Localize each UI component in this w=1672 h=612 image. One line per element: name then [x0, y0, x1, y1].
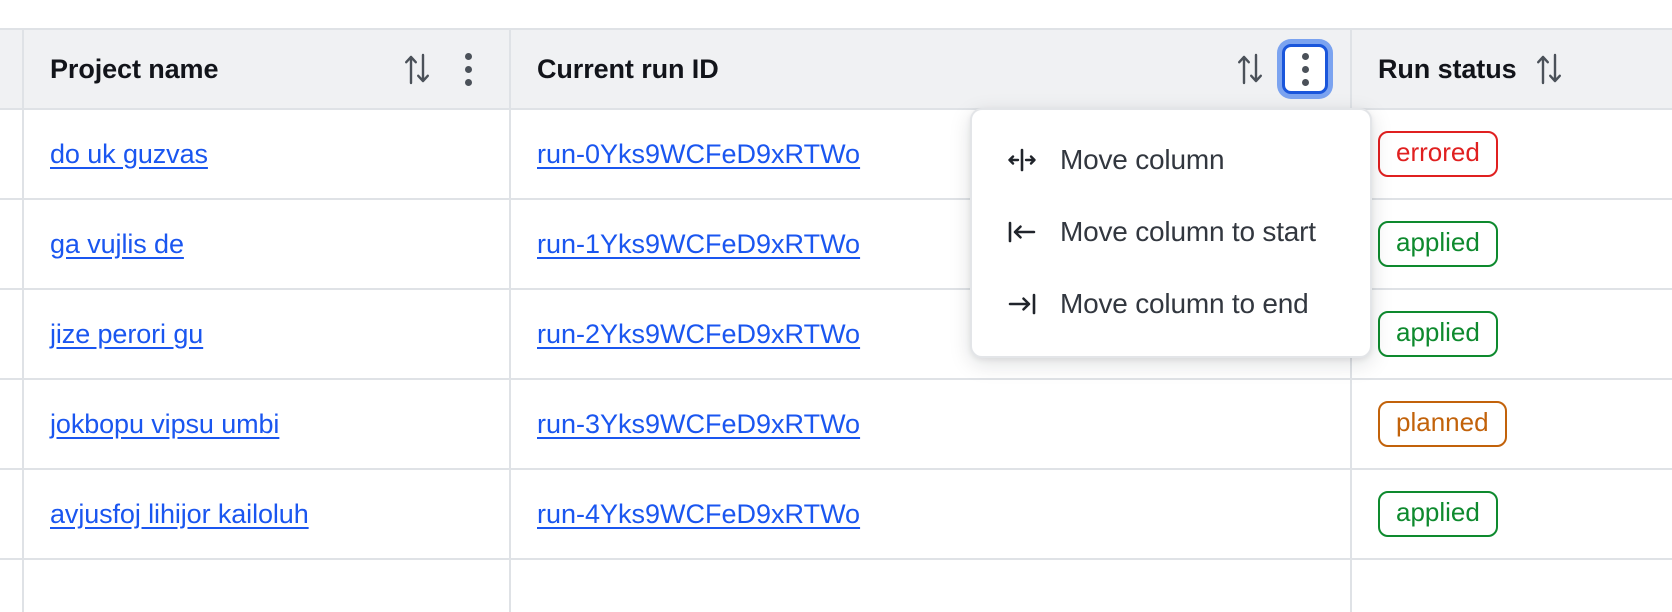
status-badge: planned	[1378, 401, 1507, 447]
cell-run-status: applied	[1351, 288, 1672, 380]
table-row: do uk guzvas run-0Yks9WCFeD9xRTWo errore…	[0, 108, 1672, 200]
status-badge: applied	[1378, 491, 1498, 537]
kebab-menu-icon-project-name	[464, 52, 472, 86]
menu-item-label: Move column to end	[1060, 288, 1309, 319]
row-gutter-cell	[0, 108, 24, 200]
column-header-label-project-name: Project name	[50, 53, 219, 84]
column-header-current-run-id[interactable]: Current run ID	[510, 28, 1352, 110]
row-gutter-cell	[0, 198, 24, 290]
kebab-menu-icon-current-run-id	[1301, 52, 1309, 86]
menu-item-move-column-to-end[interactable]: Move column to end	[972, 268, 1370, 340]
menu-item-move-column[interactable]: Move column	[972, 124, 1370, 196]
move-column-to-end-icon	[1006, 288, 1038, 320]
row-gutter-cell	[0, 288, 24, 380]
move-column-icon	[1006, 144, 1038, 176]
cell-project-name	[23, 558, 511, 612]
cell-run-status: errored	[1351, 108, 1672, 200]
column-header-label-current-run-id: Current run ID	[537, 53, 719, 84]
sort-arrows-icon-project-name[interactable]	[397, 49, 437, 89]
project-name-link[interactable]: jize perori gu	[50, 318, 204, 349]
column-header-project-name[interactable]: Project name	[23, 28, 511, 110]
cell-run-status: planned	[1351, 378, 1672, 470]
sort-arrows-icon-current-run-id[interactable]	[1230, 49, 1270, 89]
column-menu-button-project-name[interactable]	[449, 47, 487, 91]
status-badge: applied	[1378, 221, 1498, 267]
run-id-link[interactable]: run-2Yks9WCFeD9xRTWo	[537, 318, 861, 349]
menu-item-label: Move column to start	[1060, 216, 1316, 247]
run-id-link[interactable]: run-4Yks9WCFeD9xRTWo	[537, 498, 861, 529]
cell-current-run-id	[510, 558, 1352, 612]
sort-arrows-icon-run-status[interactable]	[1529, 49, 1569, 89]
move-column-to-start-icon	[1006, 216, 1038, 248]
project-name-link[interactable]: avjusfoj lihijor kailoluh	[50, 498, 309, 529]
cell-current-run-id: run-4Yks9WCFeD9xRTWo	[510, 468, 1352, 560]
column-menu-button-current-run-id[interactable]	[1282, 44, 1328, 94]
menu-item-label: Move column	[1060, 144, 1225, 175]
run-id-link[interactable]: run-0Yks9WCFeD9xRTWo	[537, 138, 861, 169]
status-badge: errored	[1378, 131, 1498, 177]
run-id-link[interactable]: run-1Yks9WCFeD9xRTWo	[537, 228, 861, 259]
project-name-link[interactable]: ga vujlis de	[50, 228, 184, 259]
run-id-link[interactable]: run-3Yks9WCFeD9xRTWo	[537, 408, 861, 439]
cell-current-run-id: run-3Yks9WCFeD9xRTWo	[510, 378, 1352, 470]
column-header-run-status[interactable]: Run status	[1351, 28, 1672, 110]
cell-project-name: jokbopu vipsu umbi	[23, 378, 511, 470]
table-header: Project name	[0, 28, 1672, 110]
cell-project-name: ga vujlis de	[23, 198, 511, 290]
projects-table: Project name	[0, 28, 1672, 612]
menu-item-move-column-to-start[interactable]: Move column to start	[972, 196, 1370, 268]
row-gutter-cell	[0, 468, 24, 560]
table-row: jize perori gu run-2Yks9WCFeD9xRTWo appl…	[0, 288, 1672, 380]
row-gutter-cell	[0, 558, 24, 612]
table-header-row: Project name	[0, 28, 1672, 110]
cell-run-status	[1351, 558, 1672, 612]
project-name-link[interactable]: do uk guzvas	[50, 138, 208, 169]
table-body: do uk guzvas run-0Yks9WCFeD9xRTWo errore…	[0, 108, 1672, 612]
cell-project-name: avjusfoj lihijor kailoluh	[23, 468, 511, 560]
table-row: jokbopu vipsu umbi run-3Yks9WCFeD9xRTWo …	[0, 378, 1672, 470]
column-options-menu: Move column Move column to start Move co…	[970, 108, 1372, 358]
row-gutter-header	[0, 28, 24, 110]
table-row: ga vujlis de run-1Yks9WCFeD9xRTWo applie…	[0, 198, 1672, 290]
project-name-link[interactable]: jokbopu vipsu umbi	[50, 408, 280, 439]
table-row-partial	[0, 558, 1672, 612]
cell-project-name: do uk guzvas	[23, 108, 511, 200]
cell-project-name: jize perori gu	[23, 288, 511, 380]
table-row: avjusfoj lihijor kailoluh run-4Yks9WCFeD…	[0, 468, 1672, 560]
status-badge: applied	[1378, 311, 1498, 357]
column-header-label-run-status: Run status	[1378, 53, 1517, 84]
cell-run-status: applied	[1351, 198, 1672, 290]
cell-run-status: applied	[1351, 468, 1672, 560]
row-gutter-cell	[0, 378, 24, 470]
